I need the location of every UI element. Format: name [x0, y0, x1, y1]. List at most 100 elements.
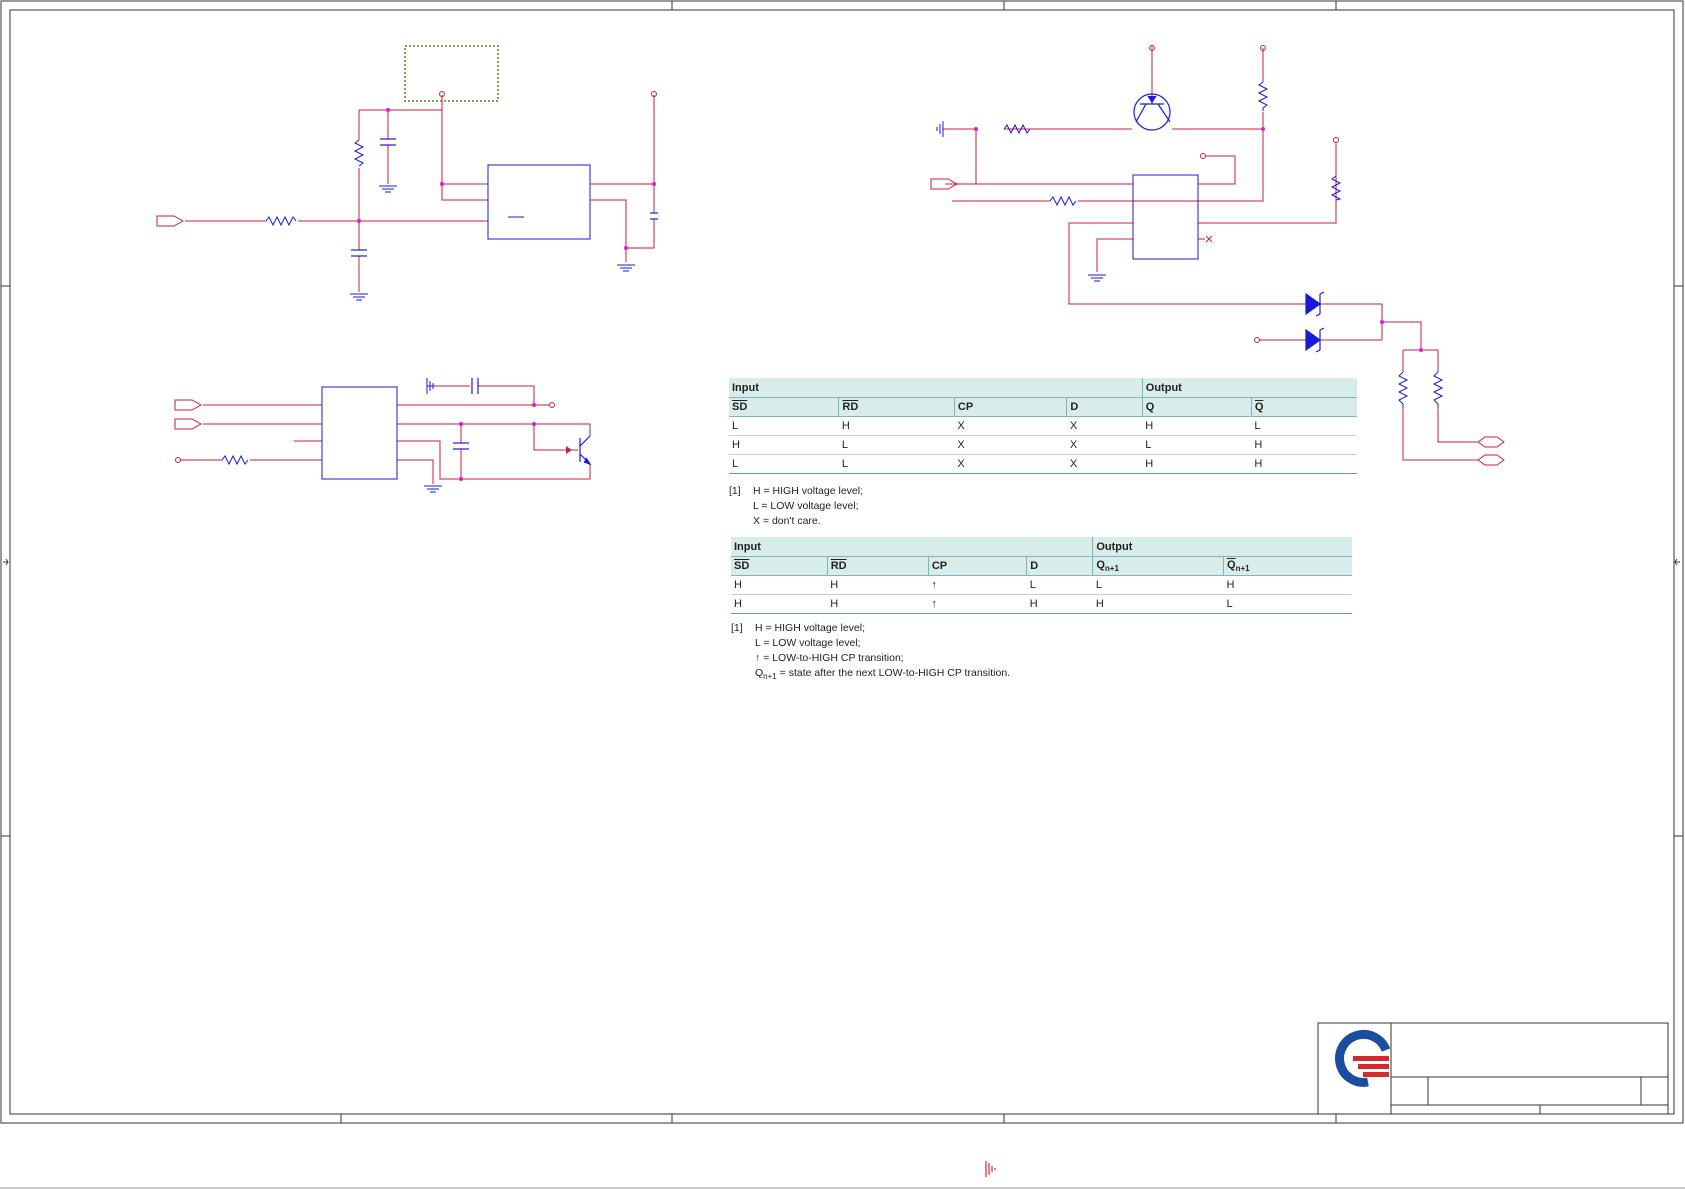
resistor-icon [1049, 195, 1077, 207]
note-line: H = HIGH voltage level; [753, 485, 864, 497]
col-rd: RD [826, 556, 929, 576]
table-group-output: Output [1092, 537, 1352, 557]
col-label: Q [1227, 558, 1236, 571]
table-cell: H [1026, 594, 1093, 614]
port-icon [174, 418, 203, 430]
ground-icon [616, 264, 636, 272]
resistor-icon [353, 139, 365, 167]
capacitor-icon [351, 249, 367, 257]
bottom-marker-icon [985, 1161, 996, 1177]
ground-icon [1087, 274, 1107, 282]
col-qbar-n1: Qn+1 [1223, 556, 1352, 576]
table-cell: X [954, 416, 1067, 436]
note-subscript: n+1 [763, 672, 777, 682]
col-cp: CP [953, 397, 1067, 417]
transistor-icon [579, 435, 592, 466]
resistor-icon [1330, 175, 1342, 201]
note-ref: [1] [729, 485, 741, 497]
col-subscript: n+1 [1104, 564, 1119, 574]
table-cell: H [1251, 435, 1357, 455]
ground-icon [378, 185, 398, 193]
table-cell: L [1142, 435, 1252, 455]
table-cell: H [1142, 416, 1252, 436]
note-line: H = HIGH voltage level; [755, 622, 866, 634]
resistor-icon [221, 454, 249, 466]
port-icon [930, 178, 959, 190]
resistor-icon [1003, 123, 1031, 135]
table-cell: H [729, 435, 839, 455]
note-line: L = LOW voltage level; [755, 637, 861, 649]
table-cell: X [1066, 435, 1143, 455]
note-line: X = don't care. [753, 515, 821, 527]
col-label: Q [1096, 558, 1105, 571]
capacitor-icon [650, 212, 658, 220]
table-cell: H [1142, 454, 1252, 474]
table-cell: H [827, 575, 929, 595]
table-cell: H [731, 594, 828, 614]
note-line-q: Qn+1 = state after the next LOW-to-HIGH … [755, 666, 1010, 684]
table-cell: H [1223, 575, 1352, 595]
port-icon [174, 399, 203, 411]
ground-icon [423, 485, 443, 493]
port-icon [1477, 454, 1505, 466]
port-icon [156, 215, 185, 227]
table-cell: ↑ [928, 575, 1027, 595]
keepout-box [404, 45, 499, 102]
col-qbar: Q [1250, 397, 1357, 417]
note-line: ↑ = LOW-to-HIGH CP transition; [755, 652, 904, 664]
col-sd: SD [729, 397, 839, 417]
resistor-icon [1257, 81, 1269, 111]
table-cell: H [827, 594, 929, 614]
note-text: = state after the next LOW-to-HIGH CP tr… [776, 667, 1011, 679]
table-group-input: Input [731, 537, 1093, 557]
table-cell: X [1066, 454, 1143, 474]
note-q: Q [755, 667, 764, 679]
flipflop-ic [1132, 174, 1199, 260]
table-cell: H [731, 575, 828, 595]
title-block [1317, 1022, 1669, 1115]
diode-icon [1305, 291, 1325, 317]
table-cell: L [1092, 575, 1224, 595]
company-logo-icon [1335, 1029, 1391, 1087]
table-notes-async: [1] H = HIGH voltage level; L = LOW volta… [729, 484, 863, 529]
diode-icon [1305, 327, 1325, 353]
table-cell: L [1223, 594, 1352, 614]
col-q: Q [1141, 397, 1252, 417]
resistor-icon [265, 215, 297, 227]
table-cell: L [729, 454, 839, 474]
table-cell: H [1092, 594, 1224, 614]
col-sd: SD [731, 556, 828, 576]
port-icon [1477, 436, 1505, 448]
table-notes-sync: [1] H = HIGH voltage level; L = LOW volta… [731, 621, 1010, 684]
col-d: D [1026, 556, 1093, 576]
regulator-ic [487, 164, 591, 240]
note-ref: [1] [731, 622, 743, 634]
capacitor-icon [471, 378, 479, 394]
resistor-icon [1397, 371, 1409, 408]
circuit-regulator [156, 45, 658, 301]
driver-ic [321, 386, 398, 480]
table-group-input: Input [729, 378, 1143, 398]
circuit-driver [174, 378, 592, 493]
col-d: D [1066, 397, 1143, 417]
circuit-flipflop [930, 45, 1505, 466]
table-cell: L [729, 416, 839, 436]
table-cell: H [838, 416, 955, 436]
table-cell: X [1066, 416, 1143, 436]
ground-icon [426, 378, 434, 394]
table-cell: ↑ [928, 594, 1027, 614]
note-line: L = LOW voltage level; [753, 500, 859, 512]
table-cell: X [954, 454, 1067, 474]
table-cell: X [954, 435, 1067, 455]
capacitor-icon [380, 138, 396, 146]
col-subscript: n+1 [1235, 564, 1250, 574]
ground-icon [349, 293, 369, 301]
